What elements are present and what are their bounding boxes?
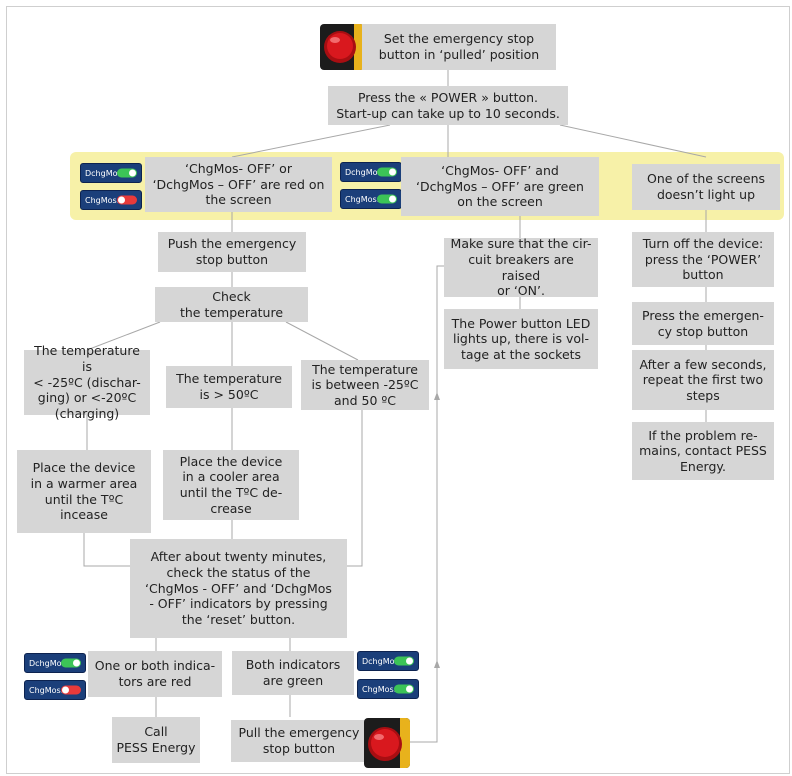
breakers-step: Make sure that the cir- cuit breakers ar… — [444, 236, 598, 298]
cooler-step: Place the device in a cooler area until … — [163, 450, 299, 520]
green-screen-condition: ‘ChgMos- OFF’ and ‘DchgMos – OFF’ are gr… — [401, 157, 599, 216]
diagram-frame — [6, 6, 790, 774]
chgmos-indicator-bottom-right: ChgMos: — [357, 679, 419, 699]
contact-step: If the problem re- mains, contact PESS E… — [632, 422, 774, 480]
turn-off-step: Turn off the device: press the ‘POWER’ b… — [632, 232, 774, 287]
chgmos-indicator-off: ChgMos: — [80, 190, 142, 210]
repeat-step: After a few seconds, repeat the first tw… — [632, 350, 774, 410]
press-stop-step: Press the emergen- cy stop button — [632, 302, 774, 345]
start-step: Set the emergency stop button in ‘pulled… — [362, 24, 556, 70]
temp-between-condition: The temperature is between -25ºC and 50 … — [301, 360, 429, 410]
chgmos-indicator-green: ChgMos: — [340, 189, 402, 209]
emergency-stop-icon — [364, 718, 410, 768]
no-light-condition: One of the screens doesn’t light up — [632, 164, 780, 210]
one-red-condition: One or both indica- tors are red — [88, 651, 222, 697]
check-temp-step: Check the temperature — [155, 287, 308, 322]
dchgmos-indicator-green: DchgMos: — [340, 162, 402, 182]
red-screen-condition: ‘ChgMos- OFF’ or ‘DchgMos – OFF’ are red… — [145, 157, 332, 212]
wait-check-step: After about twenty minutes, check the st… — [130, 539, 347, 638]
temp-low-condition: The temperature is < -25ºC (dischar- gin… — [24, 343, 150, 421]
call-step: Call PESS Energy — [112, 717, 200, 763]
push-stop-step: Push the emergency stop button — [158, 232, 306, 272]
both-green-condition: Both indicators are green — [232, 651, 354, 695]
dchgmos-indicator-bottom-left: DchgMos: — [24, 653, 86, 673]
warmer-step: Place the device in a warmer area until … — [17, 450, 151, 533]
dchgmos-indicator-on: DchgMos: — [80, 163, 142, 183]
led-result: The Power button LED lights up, there is… — [444, 309, 598, 369]
emergency-stop-icon — [320, 24, 364, 70]
dchgmos-indicator-bottom-right: DchgMos: — [357, 651, 419, 671]
power-step: Press the « POWER » button. Start-up can… — [328, 86, 568, 125]
pull-stop-step: Pull the emergency stop button — [231, 720, 367, 762]
temp-high-condition: The temperature is > 50ºC — [166, 366, 292, 408]
chgmos-indicator-bottom-left: ChgMos: — [24, 680, 86, 700]
